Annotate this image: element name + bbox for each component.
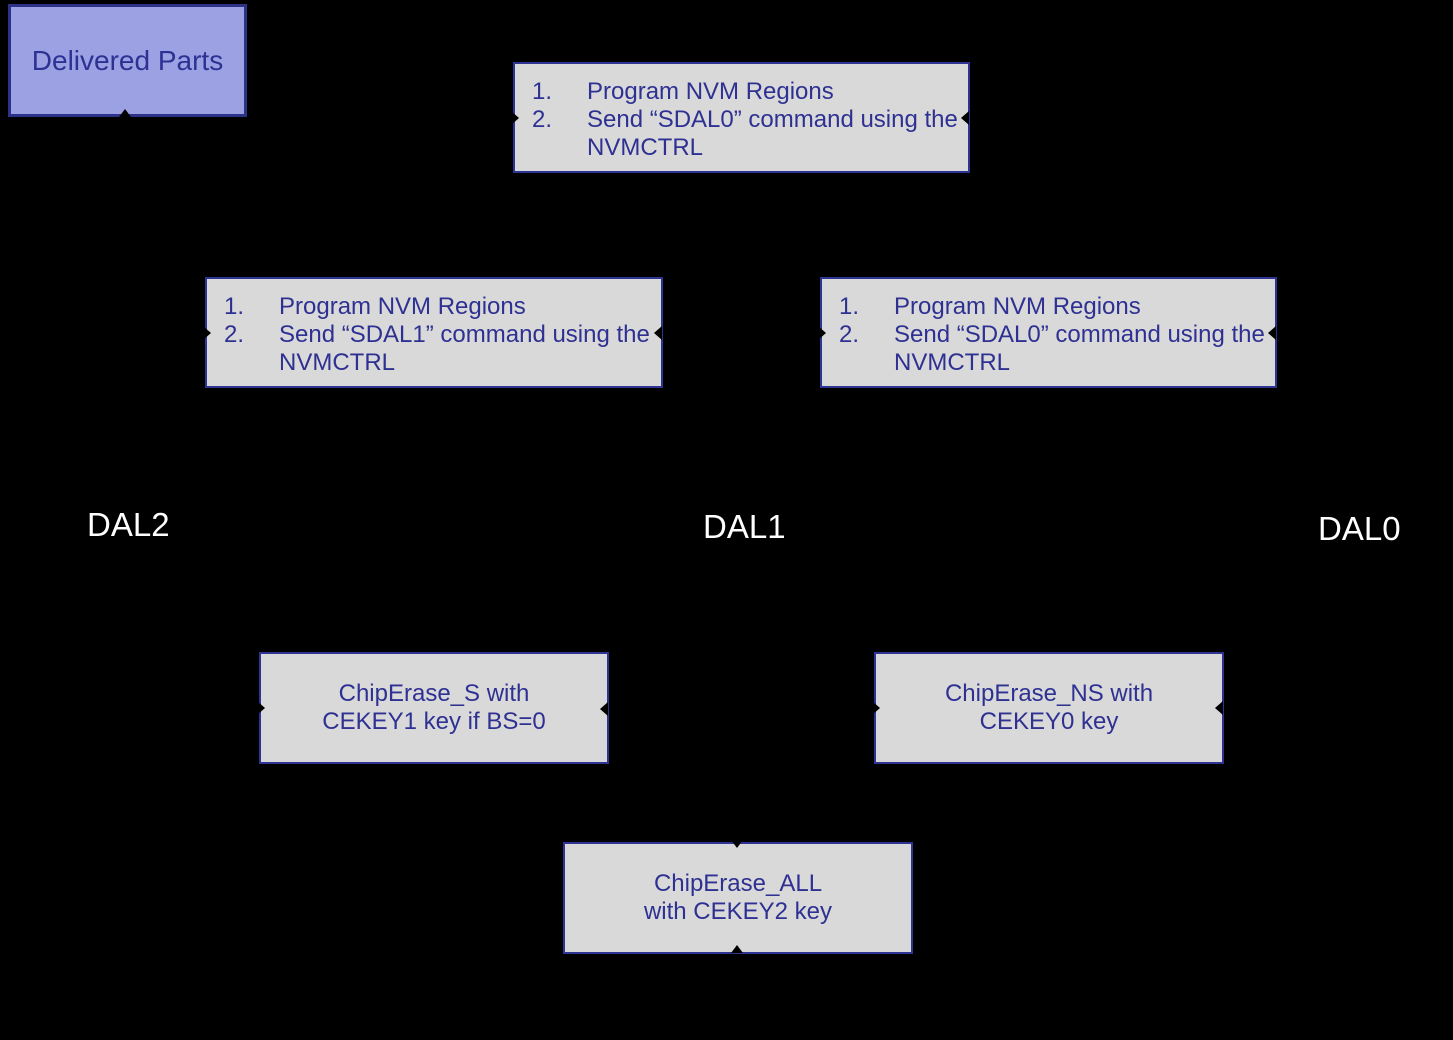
arrowhead-remnant-icon	[257, 701, 265, 715]
delivered-parts-label: Delivered Parts	[31, 44, 224, 76]
list-number: 2.	[224, 321, 245, 348]
arrowhead-remnant-icon	[119, 109, 131, 117]
state-label-dal1: DAL1	[703, 508, 786, 545]
chiperase-ns-line2: CEKEY0 key	[979, 708, 1119, 735]
arrowhead-remnant-icon	[600, 702, 608, 716]
chiperase-s-line1: ChipErase_S with	[338, 680, 530, 707]
instruction-text: Program NVM Regions	[587, 78, 834, 105]
arrowhead-remnant-icon	[511, 111, 519, 125]
arrowhead-remnant-icon	[818, 326, 826, 340]
list-number: 1.	[532, 78, 553, 105]
list-number: 2.	[839, 321, 860, 348]
list-number: 1.	[224, 293, 245, 320]
instruction-item: 1. Program NVM Regions	[532, 78, 962, 106]
instruction-item: 2. Send “SDAL0” command using the NVMCTR…	[839, 321, 1269, 377]
instruction-text: Program NVM Regions	[279, 293, 526, 320]
instruction-item: 1. Program NVM Regions	[224, 293, 655, 321]
arrowhead-remnant-icon	[1215, 701, 1223, 715]
delivered-parts-box: Delivered Parts	[8, 4, 247, 117]
instruction-text: Send “SDAL0” command using the NVMCTRL	[894, 321, 1265, 376]
list-number: 1.	[839, 293, 860, 320]
arrowhead-remnant-icon	[961, 111, 969, 125]
program-sdal1-box: 1. Program NVM Regions 2. Send “SDAL1” c…	[205, 277, 663, 388]
instruction-item: 2. Send “SDAL1” command using the NVMCTR…	[224, 321, 655, 377]
program-sdal0-right-box: 1. Program NVM Regions 2. Send “SDAL0” c…	[820, 277, 1277, 388]
chiperase-all-line1: ChipErase_ALL	[653, 870, 823, 897]
arrowhead-remnant-icon	[731, 840, 743, 848]
chiperase-s-line2: CEKEY1 key if BS=0	[322, 708, 546, 735]
state-label-dal0: DAL0	[1318, 510, 1401, 547]
instruction-text: Program NVM Regions	[894, 293, 1141, 320]
arrowhead-remnant-icon	[1268, 326, 1276, 340]
instruction-text: Send “SDAL0” command using the NVMCTRL	[587, 106, 958, 161]
chiperase-ns-box: ChipErase_NS with CEKEY0 key	[874, 652, 1224, 764]
instruction-item: 2. Send “SDAL0” command using the NVMCTR…	[532, 106, 962, 162]
chiperase-all-box: ChipErase_ALL with CEKEY2 key	[563, 842, 913, 954]
instruction-text: Send “SDAL1” command using the NVMCTRL	[279, 321, 650, 376]
list-number: 2.	[532, 106, 553, 133]
arrowhead-remnant-icon	[654, 326, 662, 340]
chiperase-ns-line1: ChipErase_NS with	[944, 680, 1154, 707]
arrowhead-remnant-icon	[203, 326, 211, 340]
program-sdal0-top-box: 1. Program NVM Regions 2. Send “SDAL0” c…	[513, 62, 970, 173]
arrowhead-remnant-icon	[872, 701, 880, 715]
arrowhead-remnant-icon	[731, 945, 743, 953]
instruction-item: 1. Program NVM Regions	[839, 293, 1269, 321]
state-label-dal2: DAL2	[87, 506, 170, 543]
chiperase-all-line2: with CEKEY2 key	[643, 898, 833, 925]
chiperase-s-box: ChipErase_S with CEKEY1 key if BS=0	[259, 652, 609, 764]
